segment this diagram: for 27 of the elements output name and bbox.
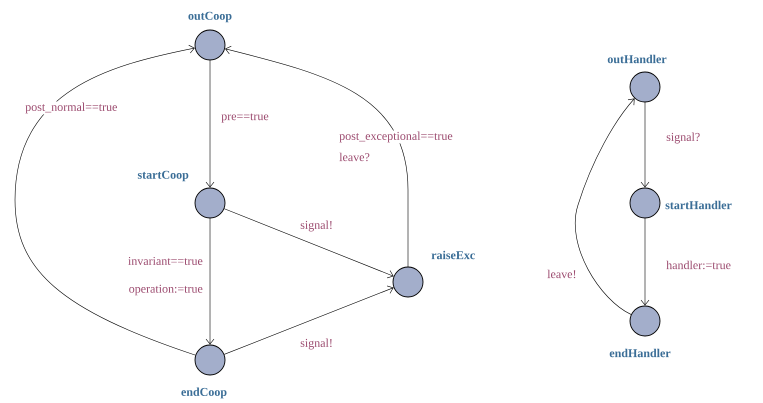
arrow [224,208,394,278]
edge-label: signal! [300,338,332,350]
edge-label: post_exceptional==true [339,132,452,142]
arrow [14,44,196,356]
state-name: endCoop [181,388,227,398]
action-label: leave? [339,152,370,162]
edge-label: signal! [300,220,332,232]
arrow [225,46,408,267]
edge-label: pre==true [221,113,268,123]
state-name: startHandler [666,200,732,210]
edge-label: leave! [547,270,576,278]
arrow [640,218,650,306]
arrow [640,102,650,188]
arrow [206,60,214,188]
state-name: startCoop [138,170,188,182]
state-name: outCoop [188,12,232,22]
arrow [224,286,394,355]
state-name: endHandler [610,348,670,358]
arrow [206,218,214,345]
state-name: raiseExc [432,250,475,260]
edge-label: handler:=true [666,260,731,270]
edge-label: invariant==true [128,256,202,266]
edge-label: signal? [666,132,700,144]
state-name: outHandler [608,54,666,64]
arrow [574,98,635,315]
edge-label: post_normal==true [25,102,117,114]
action-label: operation:=true [129,284,202,296]
